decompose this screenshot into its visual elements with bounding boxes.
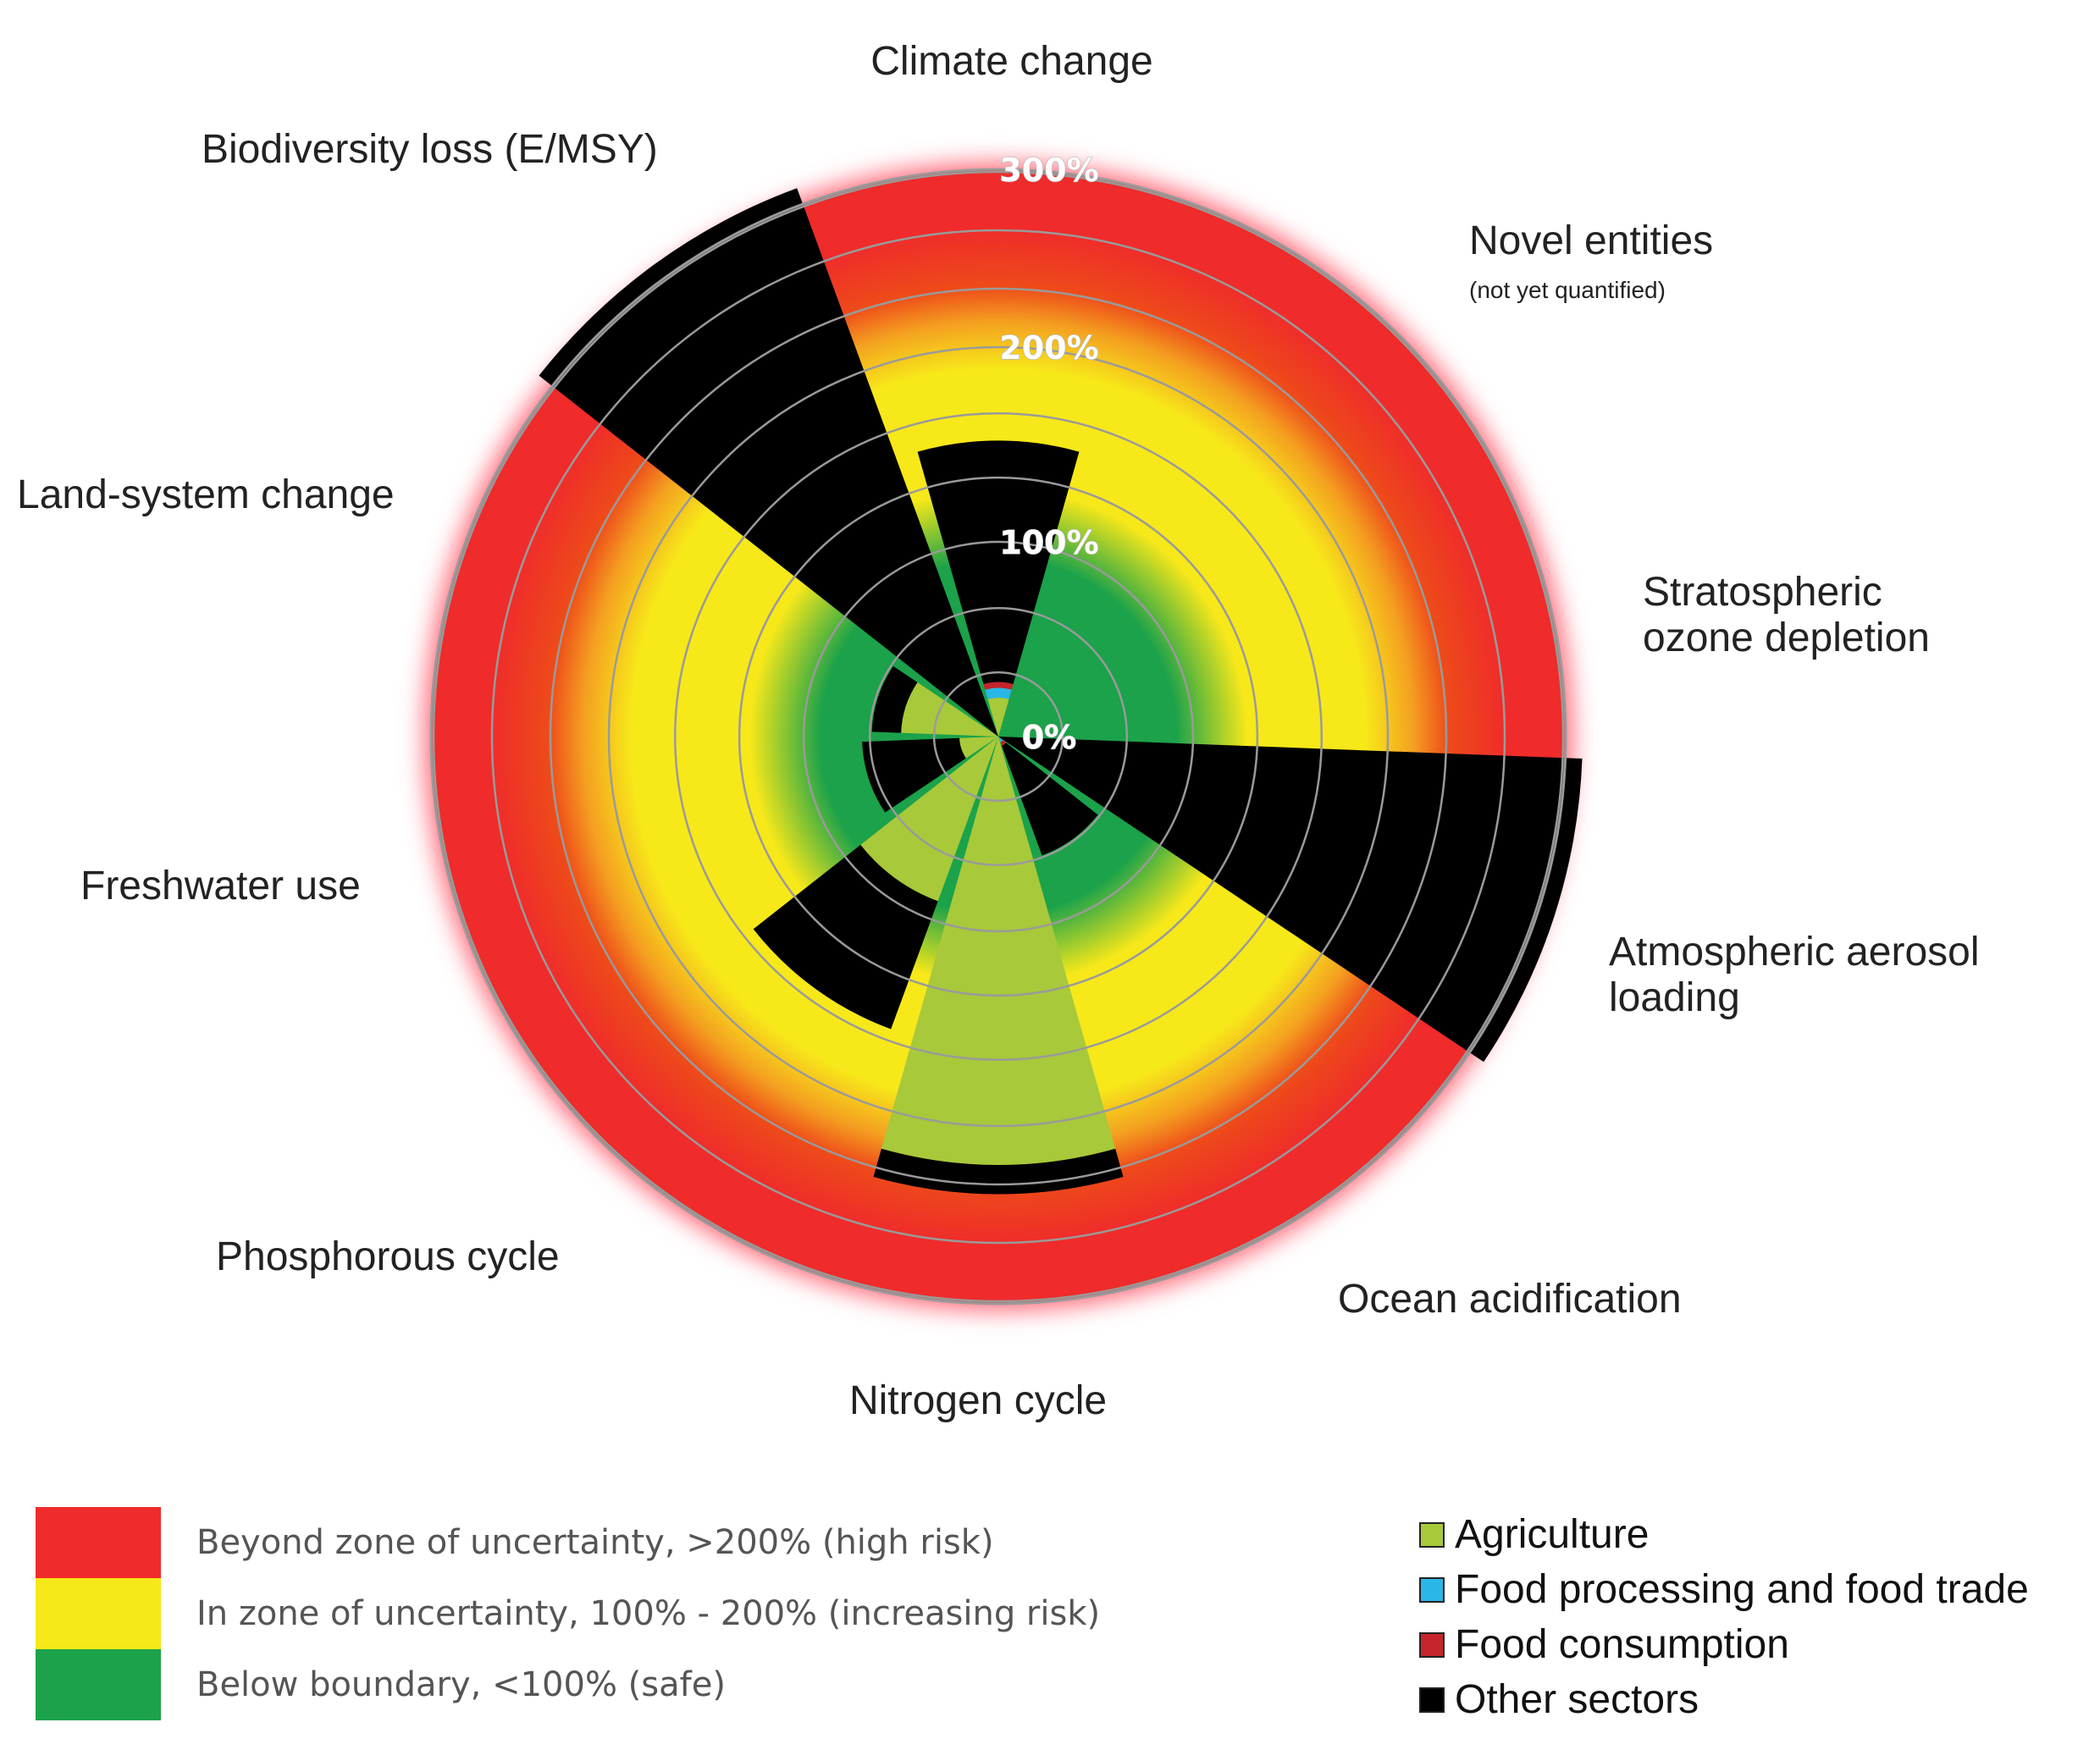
bar-climate-change-agriculture (987, 697, 1009, 737)
ring-guide-7 (490, 229, 1506, 1245)
bar-freshwater-use-other (862, 737, 966, 813)
zone-swatch-yellow (36, 1578, 161, 1649)
wedge-group-nitrogen-cycle (873, 737, 1124, 1195)
sector-legend-row-food-consumption: Food consumption (1419, 1617, 2029, 1672)
bar-nitrogen-cycle-other (873, 1148, 1124, 1195)
ring-guide-3 (738, 476, 1259, 997)
ring-guide-4 (673, 411, 1324, 1062)
ring-label-100-1: 100% (999, 524, 1098, 561)
ring-guide-outer (429, 168, 1567, 1306)
bar-ocean-acidification-other (1001, 743, 1098, 856)
sector-label-agriculture: Agriculture (1455, 1512, 1650, 1557)
zone-label-increasing-risk: In zone of uncertainty, 100% - 200% (inc… (196, 1594, 1101, 1633)
ring-guide-1 (868, 606, 1129, 867)
wedge-group-freshwater-use (862, 737, 998, 813)
ring-guide-2 (802, 540, 1195, 933)
category-sublabel-novel-entities: (not yet quantified) (1469, 277, 1666, 303)
ring-guide-0 (932, 671, 1064, 803)
wedge-group-ocean-acidification (998, 737, 1098, 856)
zone-legend-row-increasing-risk: In zone of uncertainty, 100% - 200% (inc… (36, 1578, 1100, 1649)
bar-climate-change-food-processing (985, 687, 1012, 699)
bar-atmospheric-aerosol-loading-other (998, 737, 1583, 1063)
zone-legend: Beyond zone of uncertainty, >200% (high … (36, 1507, 1100, 1720)
bar-climate-change-other (917, 440, 1080, 685)
sector-label-food-consumption: Food consumption (1455, 1622, 1789, 1667)
wedge-group-atmospheric-aerosol-loading (998, 737, 1583, 1063)
sector-label-other: Other sectors (1455, 1677, 1699, 1722)
wedge-group-phosphorous-cycle (753, 737, 998, 1030)
category-label-nitrogen-cycle: Nitrogen cycle (849, 1378, 1107, 1423)
sector-swatch-food-processing (1419, 1576, 1445, 1603)
bar-ocean-acidification-food-consumption (1000, 740, 1007, 746)
zone-label-high-risk: Beyond zone of uncertainty, >200% (high … (196, 1523, 994, 1562)
category-label-phosphorous-cycle: Phosphorous cycle (216, 1234, 560, 1279)
sector-legend: Agriculture Food processing and food tra… (1419, 1507, 2029, 1727)
ring-label-300-3: 300% (999, 152, 1098, 189)
zone-swatch-green (36, 1649, 161, 1720)
bar-freshwater-use-agriculture (959, 737, 998, 759)
category-label-climate-change: Climate change (870, 39, 1153, 84)
ring-guide-5 (607, 345, 1390, 1128)
ring-label-200-2: 200% (999, 329, 1098, 367)
zone-label-safe: Below boundary, <100% (safe) (196, 1665, 726, 1704)
bar-phosphorous-cycle-agriculture (860, 737, 998, 902)
sector-label-food-processing: Food processing and food trade (1455, 1567, 2029, 1612)
bar-ocean-acidification-food-processing (998, 737, 1003, 743)
wedge-group-climate-change (917, 440, 1080, 737)
ring-guide-6 (549, 287, 1448, 1186)
sector-swatch-food-consumption (1419, 1631, 1445, 1658)
bar-land-system-change-other (871, 665, 918, 733)
category-label-land-system-change: Land-system change (17, 472, 395, 517)
ring-guide-8 (432, 170, 1565, 1303)
category-label-freshwater-use: Freshwater use (80, 864, 361, 908)
category-label-novel-entities: Novel entities (1469, 218, 1713, 263)
sector-legend-row-agriculture: Agriculture (1419, 1507, 2029, 1562)
zone-swatch-red (36, 1507, 161, 1578)
ring-label-0-0: 0% (1022, 719, 1077, 756)
wedge-group-biodiversity-loss-e-msy (539, 188, 998, 737)
bar-nitrogen-cycle-agriculture (881, 737, 1116, 1165)
bar-land-system-change-agriculture (901, 682, 998, 737)
sector-swatch-agriculture (1419, 1521, 1445, 1548)
zone-legend-row-safe: Below boundary, <100% (safe) (36, 1649, 1100, 1720)
category-label-biodiversity-loss-e-msy: Biodiversity loss (E/MSY) (202, 127, 658, 172)
bar-climate-change-food-consumption (983, 682, 1014, 690)
bar-biodiversity-loss-e-msy-other (539, 188, 998, 737)
zone-legend-row-high-risk: Beyond zone of uncertainty, >200% (high … (36, 1507, 1100, 1578)
sector-swatch-other (1419, 1687, 1445, 1713)
category-label-ocean-acidification: Ocean acidification (1338, 1277, 1682, 1322)
sector-legend-row-food-processing: Food processing and food trade (1419, 1562, 2029, 1617)
bar-phosphorous-cycle-other (753, 844, 938, 1030)
wedge-group-land-system-change (871, 665, 998, 737)
sector-legend-row-other: Other sectors (1419, 1672, 2029, 1727)
